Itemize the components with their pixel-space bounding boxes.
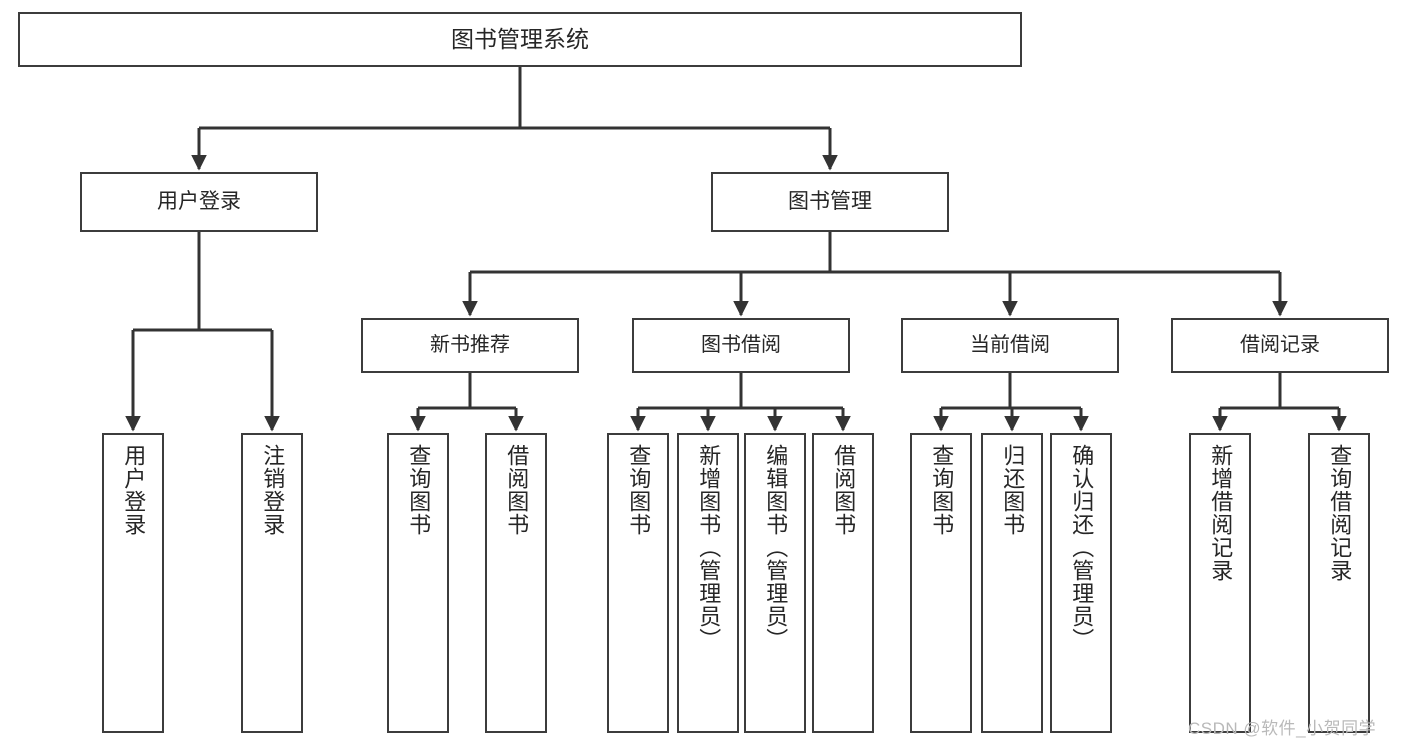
node-leaf-confirm-return[interactable]: 确认归还（管理员） [1050, 433, 1112, 733]
node-book-borrow[interactable]: 图书借阅 [632, 318, 850, 373]
csdn-watermark: CSDN @软件_小贺同学 [1188, 719, 1377, 738]
node-leaf-borrow-book-2[interactable]: 借阅图书 [812, 433, 874, 733]
node-leaf-edit-book-label: 编辑图书（管理员） [763, 444, 789, 651]
node-current-borrow-label: 当前借阅 [970, 333, 1050, 356]
node-leaf-borrow-book-1-label: 借阅图书 [504, 444, 530, 536]
node-leaf-edit-book[interactable]: 编辑图书（管理员） [744, 433, 806, 733]
node-leaf-query-book-3-label: 查询图书 [929, 444, 955, 536]
node-leaf-logout[interactable]: 注销登录 [241, 433, 303, 733]
node-leaf-query-record-label: 查询借阅记录 [1327, 444, 1353, 582]
node-leaf-return-book-label: 归还图书 [1000, 444, 1026, 536]
node-leaf-query-book-3[interactable]: 查询图书 [910, 433, 972, 733]
node-book-manage[interactable]: 图书管理 [711, 172, 949, 232]
node-new-book-recommend-label: 新书推荐 [430, 333, 510, 356]
node-borrow-record[interactable]: 借阅记录 [1171, 318, 1389, 373]
node-book-manage-label: 图书管理 [788, 189, 872, 213]
node-leaf-add-book-label: 新增图书（管理员） [696, 444, 722, 651]
node-leaf-borrow-book-2-label: 借阅图书 [831, 444, 857, 536]
node-book-borrow-label: 图书借阅 [701, 333, 781, 356]
node-borrow-record-label: 借阅记录 [1240, 333, 1320, 356]
node-user-login[interactable]: 用户登录 [80, 172, 318, 232]
node-leaf-query-book-1[interactable]: 查询图书 [387, 433, 449, 733]
node-leaf-logout-label: 注销登录 [260, 444, 286, 536]
node-leaf-add-record-label: 新增借阅记录 [1208, 444, 1234, 582]
node-leaf-return-book[interactable]: 归还图书 [981, 433, 1043, 733]
node-leaf-query-book-1-label: 查询图书 [406, 444, 432, 536]
node-leaf-query-record[interactable]: 查询借阅记录 [1308, 433, 1370, 733]
node-leaf-query-book-2-label: 查询图书 [626, 444, 652, 536]
node-user-login-label: 用户登录 [157, 189, 241, 213]
node-leaf-confirm-return-label: 确认归还（管理员） [1069, 444, 1095, 651]
node-current-borrow[interactable]: 当前借阅 [901, 318, 1119, 373]
node-new-book-recommend[interactable]: 新书推荐 [361, 318, 579, 373]
node-root[interactable]: 图书管理系统 [18, 12, 1022, 67]
node-leaf-add-book[interactable]: 新增图书（管理员） [677, 433, 739, 733]
node-leaf-user-login-label: 用户登录 [121, 444, 147, 536]
node-root-label: 图书管理系统 [451, 25, 589, 52]
node-leaf-add-record[interactable]: 新增借阅记录 [1189, 433, 1251, 733]
node-leaf-query-book-2[interactable]: 查询图书 [607, 433, 669, 733]
node-leaf-user-login[interactable]: 用户登录 [102, 433, 164, 733]
node-leaf-borrow-book-1[interactable]: 借阅图书 [485, 433, 547, 733]
